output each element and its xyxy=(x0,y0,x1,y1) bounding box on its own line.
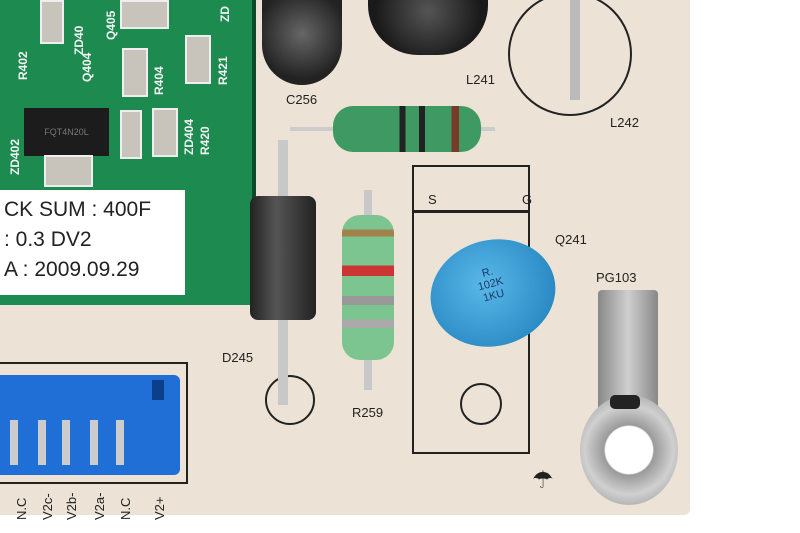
silk-r420: R420 xyxy=(198,126,212,155)
silk-zd: ZD xyxy=(218,6,232,22)
mosfet-chip: FQT4N20L xyxy=(24,108,109,156)
ground-tab xyxy=(598,290,658,410)
silk-zd404: ZD404 xyxy=(182,118,196,155)
latch xyxy=(152,380,164,400)
silk-r402: R402 xyxy=(16,51,30,80)
diode-d245 xyxy=(250,196,316,320)
pin-label: V2a- xyxy=(92,492,107,520)
label-line: A : 2009.09.29 xyxy=(4,258,140,281)
label-line: : 0.3 DV2 xyxy=(4,228,92,251)
pin xyxy=(38,420,46,465)
pin-label: V2c- xyxy=(40,493,55,520)
label-pg103: PG103 xyxy=(596,270,637,285)
silk-r421: R421 xyxy=(216,56,230,85)
label-q241: Q241 xyxy=(555,232,587,247)
label-r259: R259 xyxy=(352,405,384,420)
capacitor-c256 xyxy=(262,0,342,85)
pin xyxy=(116,420,124,465)
smd-resistor xyxy=(185,35,211,84)
pin xyxy=(62,420,70,465)
ground-lug xyxy=(580,395,678,505)
pin xyxy=(10,420,18,465)
smd-part xyxy=(120,0,169,29)
silk-q405: Q405 xyxy=(104,10,118,40)
control-module: ZD40 Q405 ZD R402 Q404 R404 R421 ZD402 Z… xyxy=(0,0,256,305)
silk-r404: R404 xyxy=(152,66,166,95)
silk-q404: Q404 xyxy=(80,52,94,82)
blue-connector[interactable] xyxy=(0,375,180,475)
tab-slot xyxy=(610,395,640,409)
resistor-r259 xyxy=(342,215,394,360)
label-d245: D245 xyxy=(222,350,254,365)
chip-tab xyxy=(44,155,93,187)
diode-pad-outline xyxy=(265,375,315,425)
silk-zd402: ZD402 xyxy=(8,138,22,175)
pin-label: V2+ xyxy=(152,496,167,521)
resistor-horizontal xyxy=(333,106,481,152)
inductor-lead xyxy=(570,0,580,100)
pin-label: N.C xyxy=(118,497,133,520)
label-q241-g: G xyxy=(522,192,533,207)
smd-resistor xyxy=(152,108,178,157)
label-line: CK SUM : 400F xyxy=(4,198,152,221)
label-l241: L241 xyxy=(466,72,495,87)
silk-zd40: ZD40 xyxy=(72,25,86,55)
label-c256: C256 xyxy=(286,92,318,107)
umbrella-logo-icon: ☂ xyxy=(532,467,554,494)
smd-diode xyxy=(120,110,142,159)
inductor-l242-outline xyxy=(508,0,632,116)
connector-outline xyxy=(0,362,188,484)
smd-resistor xyxy=(122,48,148,97)
checksum-label: CK SUM : 400F : 0.3 DV2 A : 2009.09.29 xyxy=(0,190,185,295)
label-l242: L242 xyxy=(610,115,639,130)
smd-part xyxy=(40,0,64,44)
pin-label: N.C xyxy=(14,497,29,520)
pin xyxy=(90,420,98,465)
pin-label: V2b- xyxy=(64,492,79,520)
label-q241-s: S xyxy=(428,192,437,207)
outline-divider xyxy=(412,210,530,213)
mounting-hole-outline xyxy=(460,383,502,425)
